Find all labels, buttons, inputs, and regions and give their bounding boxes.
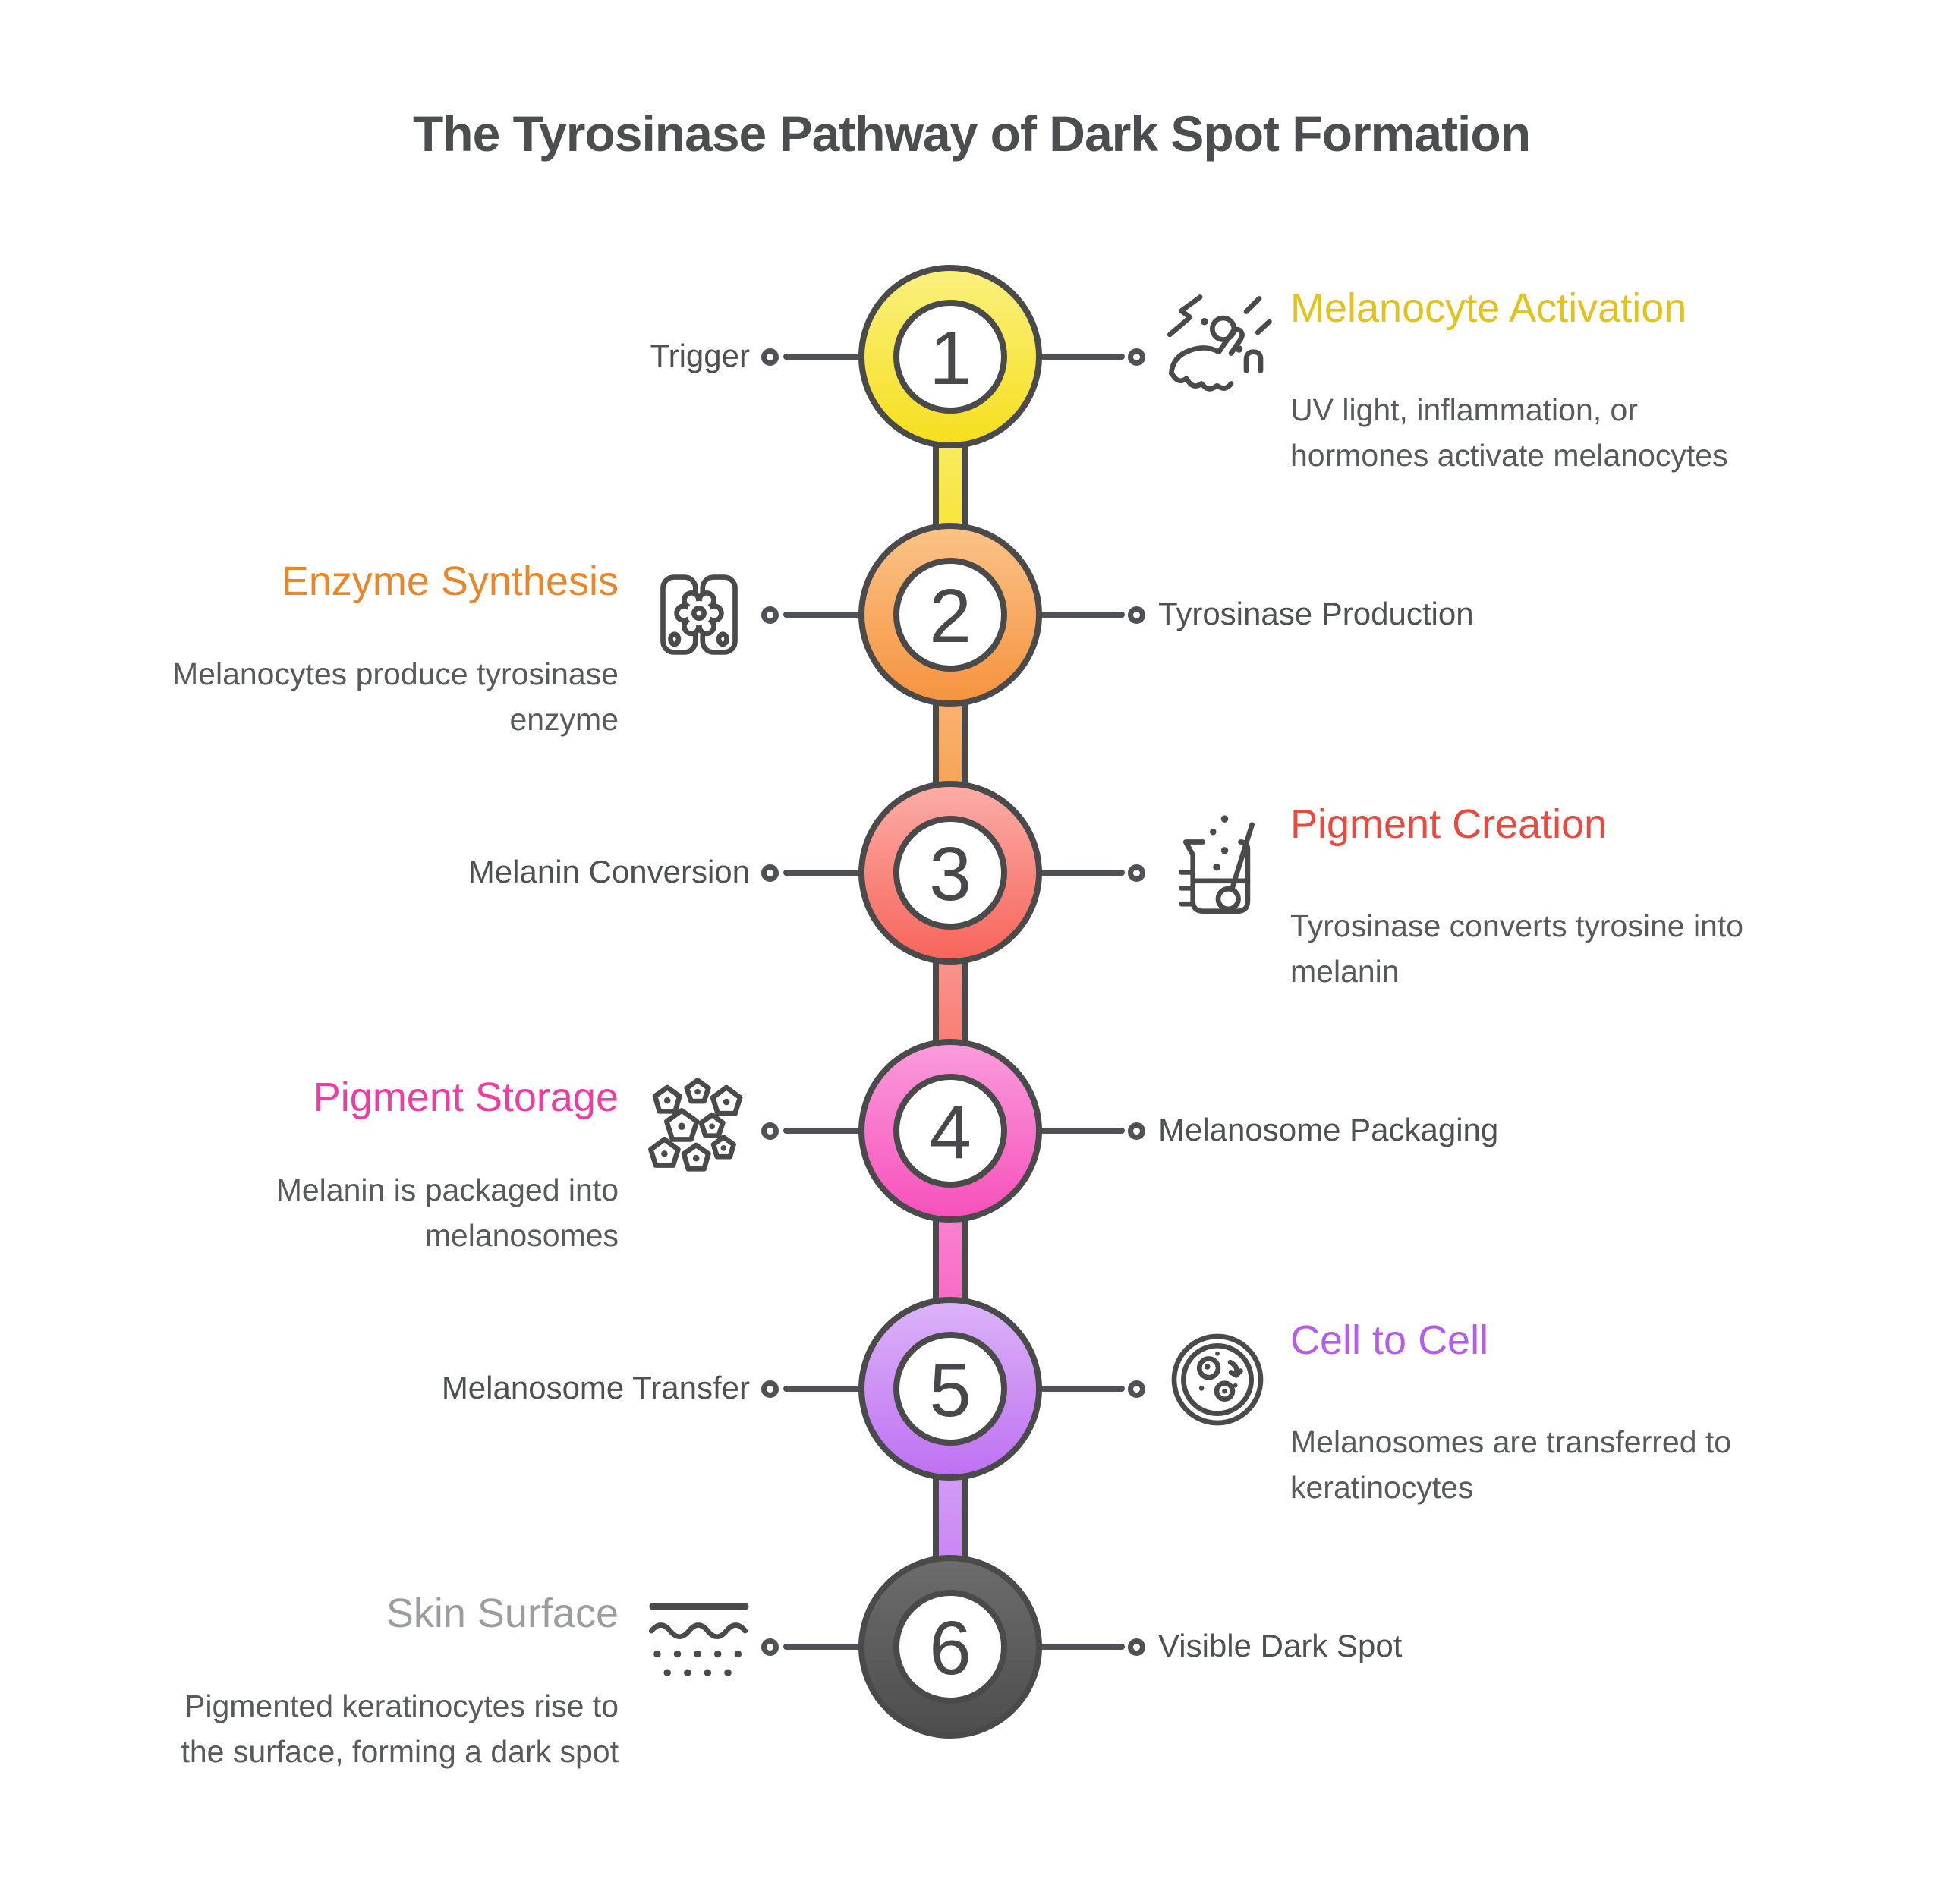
step-1-info: Melanocyte Activation UV light, inflamma… — [1290, 285, 1776, 478]
step-number-3: 3 — [893, 816, 1007, 930]
left-line — [783, 1644, 862, 1650]
step-3-side-label: Melanin Conversion — [468, 854, 750, 890]
skin-surface-icon — [641, 1589, 757, 1704]
melanosome-cluster-icon — [641, 1073, 757, 1188]
right-node-icon — [1128, 1380, 1145, 1398]
step-5-heading: Cell to Cell — [1290, 1317, 1489, 1363]
step-3-heading: Pigment Creation — [1290, 801, 1608, 847]
step-number-4: 4 — [893, 1074, 1007, 1188]
step-4-heading: Pigment Storage — [313, 1075, 619, 1120]
step-number-2: 2 — [893, 558, 1007, 672]
step-2-side-label: Tyrosinase Production — [1158, 596, 1474, 632]
left-node-icon — [761, 1638, 779, 1656]
step-circle-2: 2 — [858, 523, 1042, 707]
step-2-info: Enzyme Synthesis Melanocytes produce tyr… — [133, 558, 619, 742]
step-number-6: 6 — [893, 1590, 1007, 1704]
step-1-description: UV light, inflammation, or hormones acti… — [1290, 392, 1728, 473]
step-circle-1: 1 — [858, 265, 1042, 448]
left-line — [783, 1128, 862, 1134]
step-5-side-label: Melanosome Transfer — [441, 1370, 750, 1406]
step-circle-6: 6 — [858, 1555, 1042, 1739]
step-1-side-label: Trigger — [650, 338, 750, 374]
right-node-icon — [1128, 864, 1145, 882]
left-line — [783, 612, 862, 618]
left-node-icon — [761, 1380, 779, 1398]
step-4-info: Pigment Storage Melanin is packaged into… — [133, 1074, 619, 1258]
left-node-icon — [761, 606, 779, 624]
step-3-info: Pigment Creation Tyrosinase converts tyr… — [1290, 801, 1776, 994]
step-6-description: Pigmented keratinocytes rise to the surf… — [181, 1688, 619, 1769]
step-5-info: Cell to Cell Melanosomes are transferred… — [1290, 1317, 1776, 1510]
right-node-icon — [1128, 348, 1145, 366]
page-title: The Tyrosinase Pathway of Dark Spot Form… — [412, 105, 1531, 162]
left-line — [783, 1386, 862, 1392]
right-line — [1040, 870, 1125, 876]
step-3-description: Tyrosinase converts tyrosine into melani… — [1290, 908, 1744, 989]
right-line — [1040, 1644, 1125, 1650]
left-node-icon — [761, 864, 779, 882]
right-line — [1040, 1128, 1125, 1134]
step-circle-4: 4 — [858, 1039, 1042, 1223]
beaker-icon — [1160, 806, 1275, 921]
step-circle-3: 3 — [858, 781, 1042, 965]
right-node-icon — [1128, 1638, 1145, 1656]
step-number-1: 1 — [893, 300, 1007, 414]
step-number-5: 5 — [893, 1332, 1007, 1446]
right-node-icon — [1128, 606, 1145, 624]
right-node-icon — [1128, 1122, 1145, 1140]
uv-exposure-icon — [1160, 290, 1275, 405]
step-5-description: Melanosomes are transferred to keratinoc… — [1290, 1424, 1732, 1505]
right-line — [1040, 1386, 1125, 1392]
step-4-description: Melanin is packaged into melanosomes — [276, 1172, 619, 1253]
step-6-info: Skin Surface Pigmented keratinocytes ris… — [133, 1590, 619, 1774]
step-6-side-label: Visible Dark Spot — [1158, 1628, 1403, 1664]
step-1-heading: Melanocyte Activation — [1290, 285, 1687, 331]
cell-transfer-icon — [1160, 1322, 1275, 1437]
step-circle-5: 5 — [858, 1297, 1042, 1481]
right-line — [1040, 354, 1125, 360]
step-2-description: Melanocytes produce tyrosinase enzyme — [172, 656, 619, 737]
step-2-heading: Enzyme Synthesis — [281, 559, 619, 604]
left-node-icon — [761, 348, 779, 366]
step-4-side-label: Melanosome Packaging — [1158, 1112, 1499, 1148]
right-line — [1040, 612, 1125, 618]
left-node-icon — [761, 1122, 779, 1140]
enzyme-cell-icon — [641, 557, 757, 672]
step-6-heading: Skin Surface — [386, 1591, 619, 1636]
left-line — [783, 870, 862, 876]
left-line — [783, 354, 862, 360]
